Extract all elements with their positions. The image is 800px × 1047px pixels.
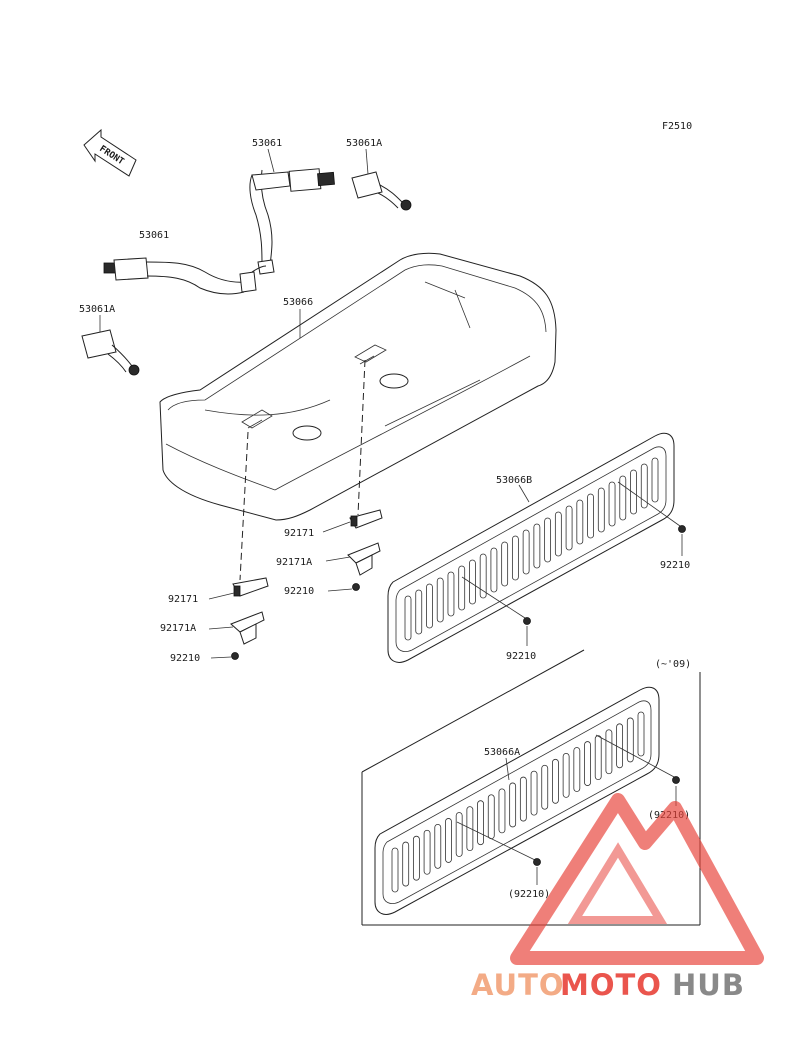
- vent-slot: [562, 752, 570, 798]
- vent-slot: [552, 758, 559, 804]
- nut-grille-b-right: [678, 525, 686, 533]
- vent-slot: [651, 457, 659, 503]
- front-direction-arrow: FRONT: [83, 128, 137, 177]
- nut-grille-a-right: [672, 776, 680, 784]
- vent-slot: [391, 847, 399, 893]
- vent-slot: [415, 589, 423, 635]
- label-grille-a: 53066A: [484, 747, 520, 758]
- label-buckle-upper: 53061A: [346, 138, 382, 149]
- vent-slot: [402, 841, 410, 887]
- label-bracket-right: 92171: [284, 528, 314, 539]
- rear-panel-53066a: [374, 686, 680, 915]
- nut-grille-a-mid: [533, 858, 541, 866]
- label-nut-left-bracket: 92210: [170, 653, 200, 664]
- vent-slot: [509, 782, 517, 828]
- label-belt-upper: 53061: [252, 138, 282, 149]
- vent-slot: [479, 553, 487, 599]
- label-bracket-left: 92171: [168, 594, 198, 605]
- vent-slot: [498, 788, 506, 834]
- nut-grille-b-mid: [523, 617, 531, 625]
- vent-slot: [573, 747, 581, 792]
- label-seat: 53066: [283, 297, 313, 308]
- label-bracket-right-a: 92171A: [276, 557, 312, 568]
- bracket-left: [232, 577, 269, 597]
- label-nut-right-bracket: 92210: [284, 586, 314, 597]
- label-nut-grille-b-right: 92210: [660, 560, 690, 571]
- seat-belt-buckle-upper: [351, 171, 412, 211]
- vent-slot: [544, 517, 552, 563]
- vent-slot: [626, 717, 634, 763]
- rear-panel-53066b: [387, 432, 686, 663]
- rear-seat-cushion: [159, 252, 557, 521]
- vent-slot: [605, 729, 613, 775]
- vent-slot: [434, 823, 442, 869]
- vent-slot: [587, 493, 594, 539]
- vent-slot: [466, 806, 474, 852]
- figure-code: F2510: [662, 121, 692, 132]
- vent-slot: [404, 595, 412, 641]
- label-grille-b: 53066B: [496, 475, 532, 486]
- bracket-right: [349, 509, 383, 529]
- vent-slot: [455, 812, 463, 857]
- vent-slot: [584, 741, 591, 786]
- nut-right-bracket: [352, 583, 360, 591]
- vent-slot: [541, 764, 549, 810]
- vent-slot: [522, 529, 530, 575]
- automotohub-logo: AUTO MOTO HUB: [471, 793, 764, 1002]
- vent-slot: [630, 469, 637, 515]
- vent-slot: [594, 735, 602, 781]
- seat-belt-lower: [103, 257, 267, 295]
- vent-slot: [436, 577, 444, 623]
- logo-text-auto: AUTO: [471, 968, 565, 1002]
- seat-belt-buckle-lower: [81, 329, 140, 376]
- vent-slot: [565, 505, 573, 551]
- vent-slot: [637, 711, 645, 757]
- label-belt-lower: 53061: [139, 230, 169, 241]
- label-nut-grille-a-mid: (92210): [508, 889, 550, 900]
- vent-slot: [533, 523, 541, 569]
- vent-slot: [619, 475, 627, 521]
- vent-slot: [477, 800, 484, 846]
- logo-text-hub: HUB: [672, 968, 745, 1002]
- vent-slot: [597, 487, 605, 533]
- vent-slot: [554, 511, 562, 557]
- vent-slot: [576, 499, 584, 545]
- vent-slot: [426, 583, 433, 629]
- label-buckle-lower: 53061A: [79, 304, 115, 315]
- vent-slot: [490, 547, 498, 593]
- label-nut-grille-b-mid: 92210: [506, 651, 536, 662]
- vent-slot: [501, 541, 509, 587]
- inset-note: (~'09): [655, 659, 691, 670]
- vent-slot: [511, 535, 519, 581]
- vent-slot: [608, 481, 616, 527]
- vent-slot: [423, 829, 431, 875]
- vent-slot: [519, 776, 527, 822]
- vent-slot: [640, 463, 648, 509]
- seat-belt-upper: [249, 168, 335, 275]
- logo-text-moto: MOTO: [560, 968, 662, 1002]
- nut-left-bracket: [231, 652, 239, 660]
- label-bracket-left-a: 92171A: [160, 623, 196, 634]
- vent-slot: [412, 835, 420, 881]
- vent-slot: [530, 770, 538, 816]
- vent-slot: [445, 818, 452, 863]
- vent-slot: [458, 565, 466, 611]
- bracket-left-a: [230, 611, 265, 645]
- bracket-right-a: [347, 542, 381, 576]
- vent-slot: [447, 571, 455, 617]
